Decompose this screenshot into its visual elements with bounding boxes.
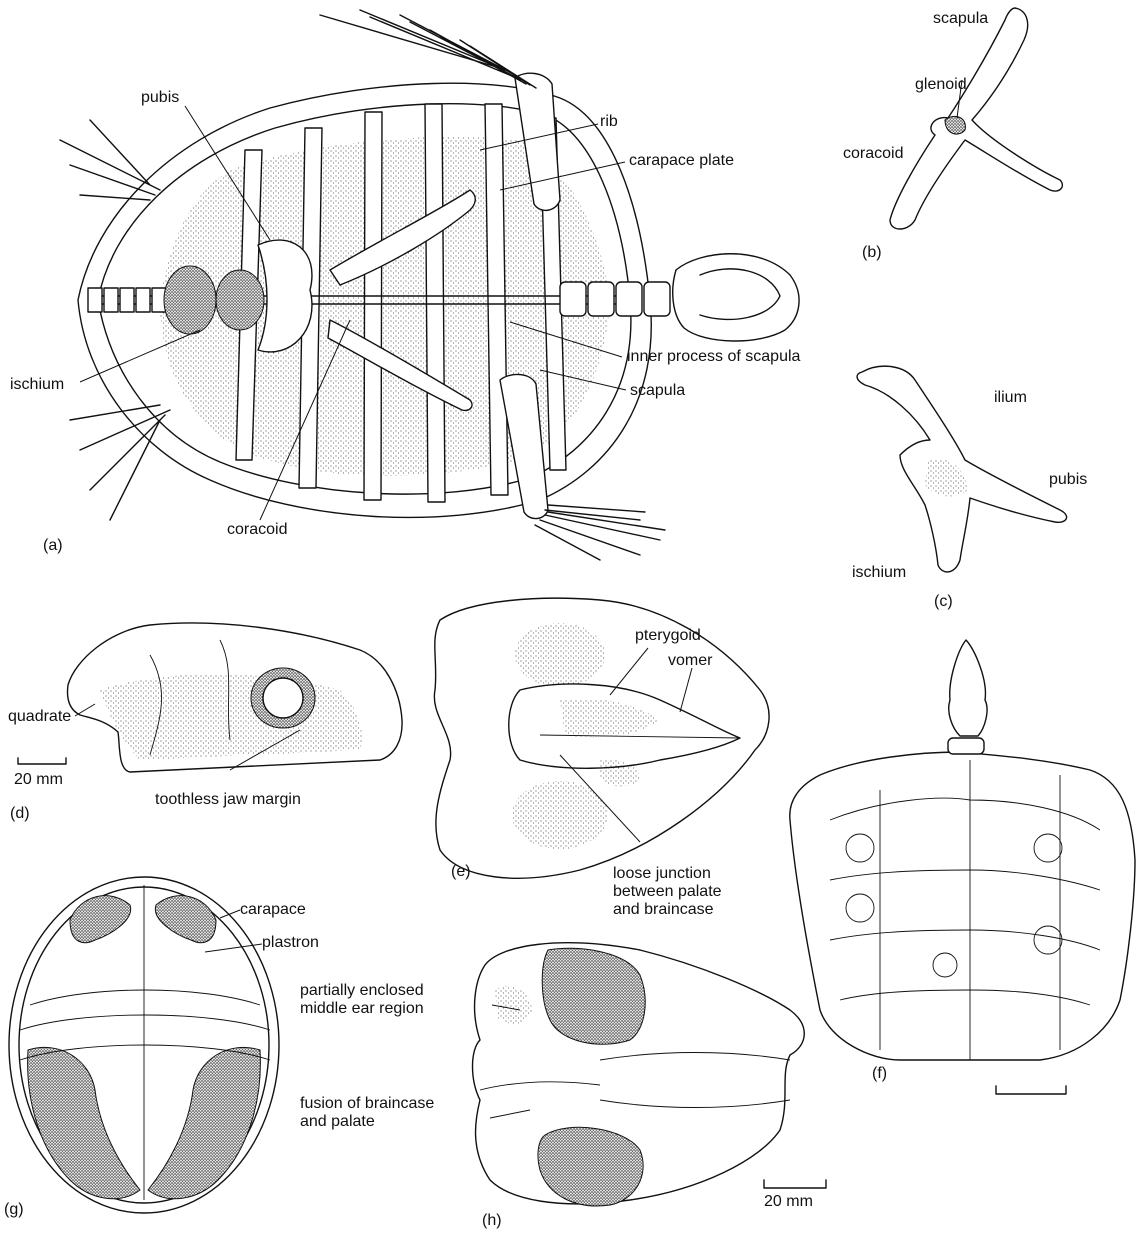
label-b-glenoid: glenoid <box>915 76 967 94</box>
label-g-plastron: plastron <box>262 934 319 952</box>
panel-b-girdle <box>890 8 1062 229</box>
label-a-carapace-plate: carapace plate <box>629 152 734 170</box>
panel-d-skull <box>18 623 402 772</box>
label-b-scapula: scapula <box>933 10 988 28</box>
panel-letter-e: (e) <box>451 863 471 881</box>
panel-h-braincase <box>473 943 827 1206</box>
middle-ear-line-1: partially enclosed <box>300 982 424 1000</box>
panel-letter-d: (d) <box>10 805 30 823</box>
panel-g-shell <box>9 877 279 1213</box>
scale-h: 20 mm <box>764 1193 813 1211</box>
label-a-pubis: pubis <box>141 89 179 107</box>
fusion-line-2: and palate <box>300 1113 434 1131</box>
panel-letter-g: (g) <box>4 1201 24 1219</box>
fusion-line-1: fusion of braincase <box>300 1095 434 1113</box>
panel-letter-f: (f) <box>872 1065 887 1083</box>
label-c-ilium: ilium <box>994 389 1027 407</box>
label-e-vomer: vomer <box>668 652 712 670</box>
tail-vertebrae <box>88 288 166 312</box>
panel-letter-b: (b) <box>862 244 882 262</box>
label-d-jaw-margin: toothless jaw margin <box>155 791 301 809</box>
label-e-pterygoid: pterygoid <box>635 627 701 645</box>
loose-junction-line-2: between palate <box>613 883 722 901</box>
label-c-ischium: ischium <box>852 564 906 582</box>
panel-letter-c: (c) <box>934 593 953 611</box>
label-c-pubis: pubis <box>1049 471 1087 489</box>
scale-d: 20 mm <box>14 771 63 789</box>
label-a-ischium: ischium <box>10 376 64 394</box>
panel-letter-h: (h) <box>482 1212 502 1230</box>
label-a-coracoid: coracoid <box>227 521 287 539</box>
panel-f-carapace <box>790 640 1135 1094</box>
label-a-rib: rib <box>600 113 618 131</box>
label-e-loose-junction: loose junction between palate and brainc… <box>613 865 722 919</box>
label-h-middle-ear: partially enclosed middle ear region <box>300 982 424 1018</box>
label-a-inner-process: inner process of scapula <box>627 348 800 366</box>
loose-junction-line-1: loose junction <box>613 865 722 883</box>
panel-e-palate <box>434 598 769 878</box>
panel-c-pelvis <box>857 366 1067 572</box>
middle-ear-line-2: middle ear region <box>300 1000 424 1018</box>
loose-junction-line-3: and braincase <box>613 901 722 919</box>
label-a-scapula: scapula <box>630 382 685 400</box>
label-d-quadrate: quadrate <box>8 708 71 726</box>
fore-flipper <box>320 10 536 88</box>
label-h-fusion: fusion of braincase and palate <box>300 1095 434 1131</box>
rear-flipper <box>535 505 665 560</box>
label-b-coracoid: coracoid <box>843 145 903 163</box>
label-g-carapace: carapace <box>240 901 306 919</box>
panel-letter-a: (a) <box>43 537 63 555</box>
